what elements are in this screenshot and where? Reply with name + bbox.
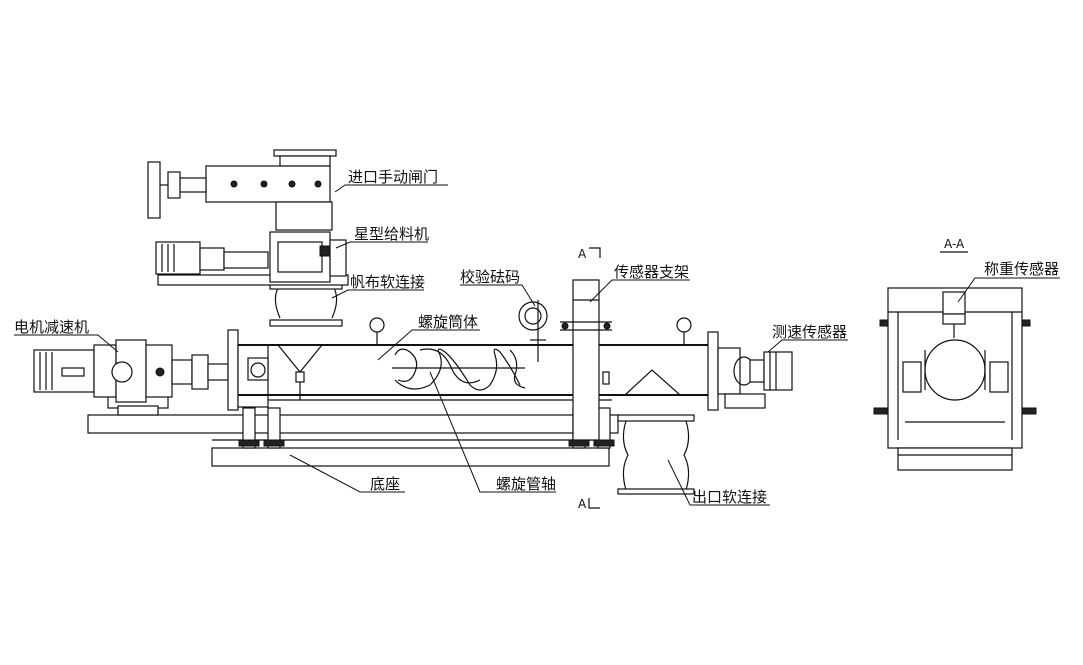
label-inlet-gate: 进口手动闸门 xyxy=(348,168,438,186)
section-title: A-A xyxy=(944,237,965,251)
label-weighing-sensor: 称重传感器 xyxy=(984,260,1059,278)
label-screw-barrel: 螺旋筒体 xyxy=(418,313,478,331)
label-outlet-joint: 出口软连接 xyxy=(692,488,767,506)
star-feeder xyxy=(155,231,349,286)
label-calibration-weight: 校验砝码 xyxy=(460,268,520,286)
screw-barrel xyxy=(227,317,719,411)
leader-lines xyxy=(14,184,1060,506)
label-star-feeder: 星型给料机 xyxy=(354,225,429,243)
sensor-bracket: A xyxy=(560,247,612,441)
section-view: A-A xyxy=(873,237,1037,471)
label-speed-sensor: 测速传感器 xyxy=(772,323,847,341)
section-mark-top: A xyxy=(578,247,587,261)
label-sensor-bracket: 传感器支架 xyxy=(614,263,689,281)
inlet-gate xyxy=(147,149,337,231)
base-frame xyxy=(87,395,619,467)
label-screw-shaft: 螺旋管轴 xyxy=(496,475,556,493)
canvas-joint xyxy=(269,283,343,327)
outlet-joint: A xyxy=(578,414,695,511)
calibration-weight xyxy=(518,300,548,362)
labels: 进口手动闸门 星型给料机 帆布软连接 电机减速机 校验砝码 螺旋筒体 传感器支架… xyxy=(14,168,1059,506)
speed-sensor xyxy=(717,347,793,409)
label-base: 底座 xyxy=(370,475,400,493)
motor-reducer xyxy=(33,339,229,403)
screw-cutaway xyxy=(392,348,526,391)
label-motor-reducer: 电机减速机 xyxy=(14,318,89,336)
section-mark-bottom: A xyxy=(578,497,587,511)
label-canvas-joint: 帆布软连接 xyxy=(350,273,425,291)
